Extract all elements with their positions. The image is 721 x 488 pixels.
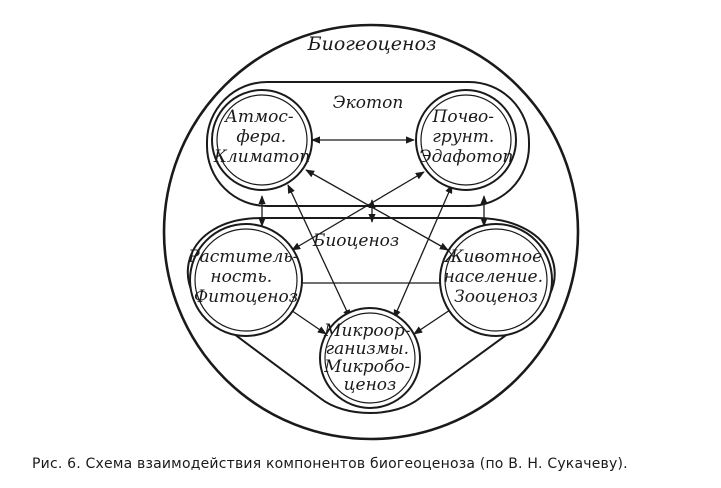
vegetation-label: Раститель- ность. Фитоценоз [187, 247, 304, 307]
ecotope-label: Экотоп [333, 93, 404, 113]
biogeocenosis-title: Биогеоценоз [307, 33, 437, 55]
figure-caption: Рис. 6. Схема взаимодействия компонентов… [32, 456, 628, 472]
microorganisms-label: Микроор- ганизмы. Микробо- ценоз [323, 321, 416, 395]
atmosphere-label: Атмос- фера. Климатоп [213, 107, 310, 167]
node-soil [415, 89, 517, 191]
biogeocenosis-circle [162, 23, 580, 441]
node-vegetation [189, 223, 303, 337]
node-animals [439, 223, 553, 337]
biocenosis-frame [186, 217, 556, 414]
animals-label: Животное население. Зооценоз [443, 247, 548, 307]
arrow-atmosphere-microorganisms [287, 184, 351, 319]
arrow-soil-microorganisms [393, 184, 453, 319]
interaction-arrows [258, 136, 488, 335]
node-atmosphere [211, 89, 313, 191]
soil-label: Почво- грунт. Эдафотоп [419, 107, 514, 167]
biocenosis-label: Биоценоз [312, 231, 399, 251]
node-microorganisms [319, 307, 421, 409]
